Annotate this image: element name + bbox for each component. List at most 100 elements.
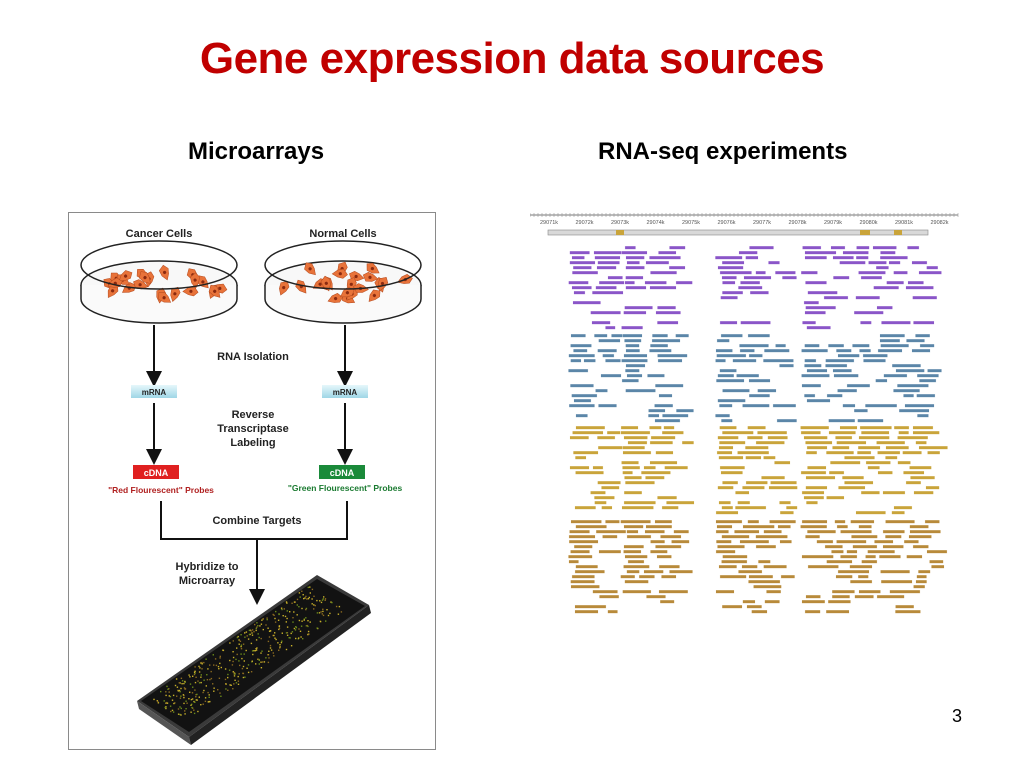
array-spot	[194, 681, 197, 684]
read-mark	[714, 255, 743, 260]
read-mark	[774, 270, 796, 275]
array-spot	[232, 671, 234, 673]
read-mark	[918, 378, 937, 383]
array-spot	[176, 695, 178, 697]
microarray-slide	[137, 575, 371, 745]
read-mark	[757, 388, 777, 393]
read-mark	[716, 524, 733, 529]
read-mark	[859, 425, 892, 430]
array-spot	[279, 646, 281, 648]
read-mark	[649, 440, 674, 445]
cell-shape	[304, 262, 316, 276]
array-spot	[246, 667, 248, 669]
read-mark	[572, 430, 604, 435]
read-mark	[841, 475, 865, 480]
array-spot	[168, 688, 170, 690]
read-mark	[828, 470, 845, 475]
read-mark	[675, 333, 690, 338]
read-mark	[835, 348, 852, 353]
array-spot	[251, 650, 254, 652]
array-spot	[202, 691, 204, 694]
array-spot	[294, 601, 296, 603]
read-mark	[918, 445, 948, 450]
cell-shape	[331, 268, 348, 279]
array-spot	[229, 642, 231, 644]
read-mark	[803, 393, 816, 398]
array-spot	[273, 634, 275, 637]
read-mark	[626, 260, 640, 265]
read-mark	[801, 519, 828, 524]
read-mark	[879, 333, 906, 338]
read-mark	[622, 445, 646, 450]
read-mark	[805, 450, 818, 455]
read-mark	[647, 413, 660, 418]
read-mark	[573, 398, 592, 403]
read-mark	[624, 475, 643, 480]
read-mark	[844, 455, 876, 460]
read-mark	[906, 338, 925, 343]
read-mark	[575, 564, 599, 569]
read-mark	[872, 245, 897, 250]
read-mark	[738, 343, 769, 348]
read-mark	[623, 549, 642, 554]
array-spot	[200, 704, 202, 706]
rnaseq-heading: RNA-seq experiments	[598, 138, 848, 165]
array-spot	[316, 627, 318, 629]
read-mark	[825, 363, 848, 368]
array-spot	[182, 694, 185, 696]
read-mark	[598, 403, 618, 408]
read-mark	[769, 519, 797, 524]
read-mark	[715, 510, 739, 515]
read-mark	[762, 358, 794, 363]
array-spot	[290, 632, 292, 635]
rna-isolation-label: RNA Isolation	[217, 351, 289, 363]
read-mark	[596, 265, 617, 270]
read-mark	[626, 534, 652, 539]
read-mark	[801, 348, 829, 353]
read-mark	[853, 310, 884, 315]
read-mark	[624, 480, 655, 485]
read-mark	[855, 295, 881, 300]
array-spot	[207, 691, 209, 694]
read-mark	[858, 270, 886, 275]
array-spot	[184, 680, 186, 683]
array-spot	[322, 598, 324, 600]
read-mark	[800, 430, 821, 435]
read-mark	[748, 245, 774, 250]
array-spot	[338, 605, 341, 608]
array-spot	[255, 663, 257, 665]
gene-model-bar	[547, 229, 929, 236]
array-spot	[209, 678, 211, 681]
read-mark	[570, 584, 600, 589]
read-mark	[804, 310, 826, 315]
array-spot	[256, 622, 258, 624]
read-mark	[571, 393, 598, 398]
read-mark	[875, 378, 888, 383]
read-mark	[751, 609, 768, 614]
array-spot	[247, 638, 250, 640]
array-spot	[266, 618, 268, 621]
array-spot	[166, 685, 168, 688]
array-spot	[178, 689, 181, 692]
read-track	[568, 245, 942, 330]
array-spot	[198, 665, 200, 668]
array-spot	[184, 713, 186, 715]
read-mark	[746, 604, 763, 609]
read-mark	[575, 524, 607, 529]
array-spot	[195, 696, 197, 698]
array-spot	[293, 611, 295, 613]
cdna-label-green: cDNA	[330, 468, 355, 478]
cancer-petri-dish	[80, 240, 238, 324]
read-mark	[747, 425, 766, 430]
mrna-label-right: mRNA	[333, 388, 358, 397]
read-mark	[661, 505, 679, 510]
array-spot	[278, 649, 280, 651]
read-mark	[719, 270, 752, 275]
read-mark	[877, 348, 903, 353]
read-mark	[767, 435, 788, 440]
read-mark	[737, 450, 770, 455]
read-mark	[805, 500, 818, 505]
read-mark	[916, 574, 927, 579]
array-spot	[272, 652, 274, 654]
array-spot	[306, 598, 308, 600]
